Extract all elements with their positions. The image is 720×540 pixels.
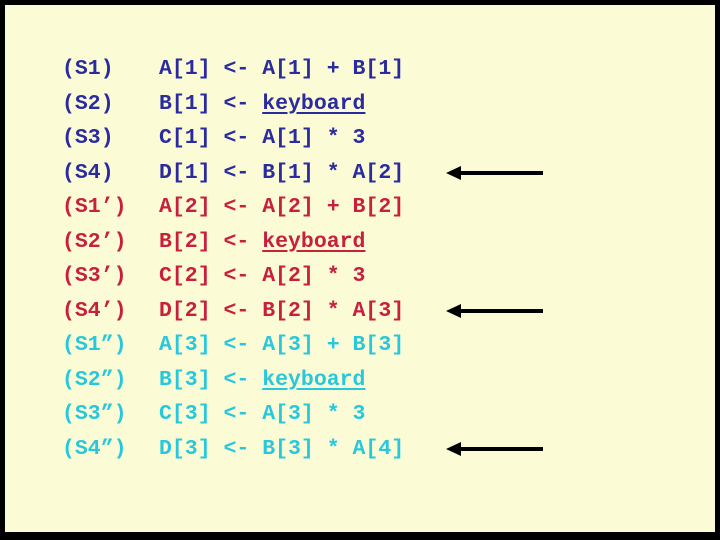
statement-expression: A[2] + B[2] <box>262 195 405 219</box>
statement-assign: B[3] <- <box>159 367 263 392</box>
code-line: (S1’) A[2] <- A[2] + B[2] <box>5 190 715 225</box>
statement-label: (S3’) <box>62 264 127 288</box>
statement-text: B[3] <- keyboard <box>159 363 365 398</box>
statement-text: B[2] <- keyboard <box>159 225 365 260</box>
statement-label: (S2) <box>62 91 114 116</box>
statement-text: A[1] <- A[1] + B[1] <box>159 52 404 87</box>
statement-expression: A[3] + B[3] <box>262 333 405 357</box>
statement-expression: A[2] * 3 <box>262 264 366 288</box>
arrow-head <box>446 442 461 456</box>
statement-assign: D[3] <- <box>159 436 263 461</box>
statement-label: (S4”) <box>62 436 127 461</box>
statement-expression: B[1] * A[2] <box>262 160 405 185</box>
statement-assign: A[3] <- <box>159 333 263 357</box>
arrow-head <box>446 166 461 180</box>
slide-canvas: (S1) A[1] <- A[1] + B[1] (S2) B[1] <- keybo… <box>5 5 715 532</box>
statement-label: (S1”) <box>62 333 127 357</box>
code-line: (S3”) C[3] <- A[3] * 3 <box>5 397 715 432</box>
statement-text: A[3] <- A[3] + B[3] <box>159 328 404 363</box>
statement-assign: C[3] <- <box>159 402 263 426</box>
statement-expression: A[1] * 3 <box>262 126 366 150</box>
statement-text: D[2] <- B[2] * A[3] <box>159 294 404 329</box>
statement-input-source: keyboard <box>262 91 366 116</box>
statement-expression: A[1] + B[1] <box>262 57 405 81</box>
left-arrow-icon <box>446 442 543 456</box>
statement-input-source: keyboard <box>262 367 366 392</box>
statement-assign: A[2] <- <box>159 195 263 219</box>
statement-label: (S4’) <box>62 298 127 323</box>
statement-text: B[1] <- keyboard <box>159 87 365 122</box>
statement-label: (S2’) <box>62 229 127 254</box>
arrow-shaft <box>458 309 543 313</box>
code-line: (S2’) B[2] <- keyboard <box>5 225 715 260</box>
statement-text: C[1] <- A[1] * 3 <box>159 121 365 156</box>
arrow-shaft <box>458 447 543 451</box>
statement-label: (S1) <box>62 57 114 81</box>
statement-assign: D[1] <- <box>159 160 263 185</box>
left-arrow-icon <box>446 304 543 318</box>
code-line: (S2”) B[3] <- keyboard <box>5 363 715 398</box>
statement-assign: B[1] <- <box>159 91 263 116</box>
arrow-shaft <box>458 171 543 175</box>
statement-expression: B[2] * A[3] <box>262 298 405 323</box>
code-line: (S3) C[1] <- A[1] * 3 <box>5 121 715 156</box>
statement-text: A[2] <- A[2] + B[2] <box>159 190 404 225</box>
statement-text: C[2] <- A[2] * 3 <box>159 259 365 294</box>
statement-label: (S4) <box>62 160 114 185</box>
statement-expression: B[3] * A[4] <box>262 436 405 461</box>
arrow-head <box>446 304 461 318</box>
code-line: (S3’) C[2] <- A[2] * 3 <box>5 259 715 294</box>
statement-label: (S1’) <box>62 195 127 219</box>
statement-assign: A[1] <- <box>159 57 263 81</box>
code-line: (S4) D[1] <- B[1] * A[2] <box>5 156 715 191</box>
statement-text: D[3] <- B[3] * A[4] <box>159 432 404 467</box>
statement-assign: D[2] <- <box>159 298 263 323</box>
code-line: (S1) A[1] <- A[1] + B[1] <box>5 52 715 87</box>
statement-assign: C[1] <- <box>159 126 263 150</box>
left-arrow-icon <box>446 166 543 180</box>
statement-input-source: keyboard <box>262 229 366 254</box>
statement-label: (S2”) <box>62 367 127 392</box>
code-line: (S2) B[1] <- keyboard <box>5 87 715 122</box>
statement-assign: C[2] <- <box>159 264 263 288</box>
statement-text: C[3] <- A[3] * 3 <box>159 397 365 432</box>
statement-assign: B[2] <- <box>159 229 263 254</box>
code-line: (S1”) A[3] <- A[3] + B[3] <box>5 328 715 363</box>
statement-label: (S3”) <box>62 402 127 426</box>
code-listing: (S1) A[1] <- A[1] + B[1] (S2) B[1] <- keybo… <box>5 52 715 466</box>
statement-label: (S3) <box>62 126 114 150</box>
statement-expression: A[3] * 3 <box>262 402 366 426</box>
code-line: (S4’) D[2] <- B[2] * A[3] <box>5 294 715 329</box>
code-line: (S4”) D[3] <- B[3] * A[4] <box>5 432 715 467</box>
statement-text: D[1] <- B[1] * A[2] <box>159 156 404 191</box>
